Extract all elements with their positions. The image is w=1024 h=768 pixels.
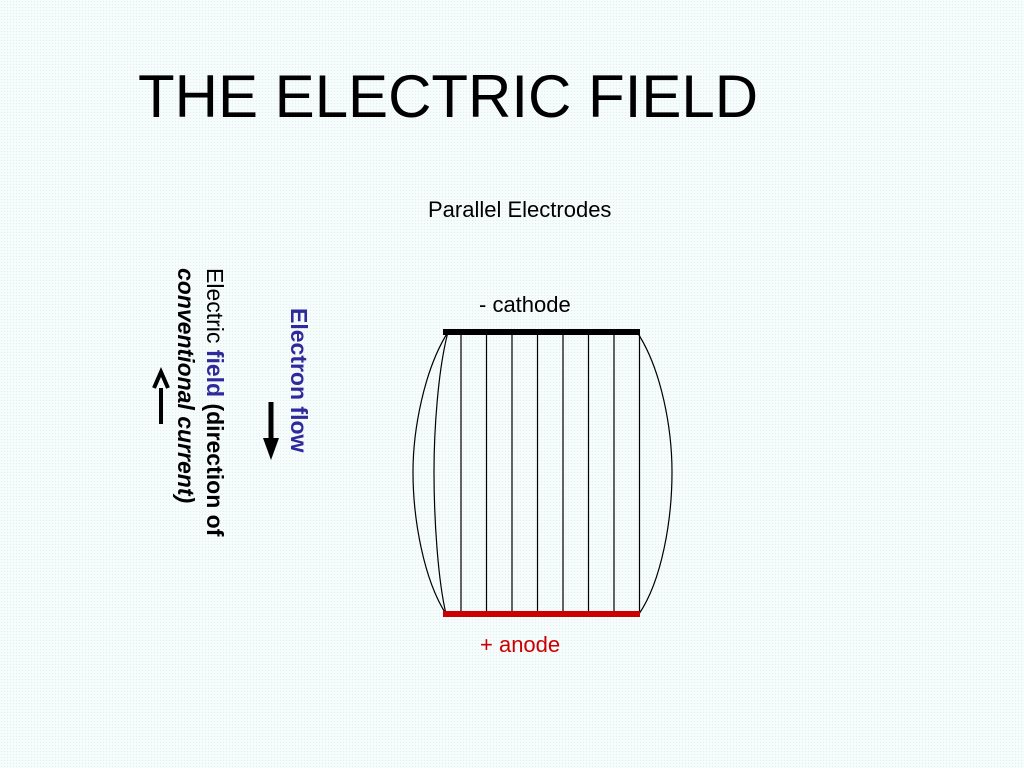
arrow-down-icon <box>263 402 279 460</box>
outer-field-line-left-2 <box>433 331 449 615</box>
electric-word: Electric <box>202 268 228 344</box>
electric-field-label: Electric field (direction of <box>200 268 230 536</box>
outer-field-line-left-1 <box>412 331 449 615</box>
cathode-label: - cathode <box>479 292 571 317</box>
slide-title: THE ELECTRIC FIELD <box>138 63 759 130</box>
outer-field-line-right-1 <box>636 331 673 615</box>
inner-field-lines <box>460 335 641 611</box>
direction-of-text: (direction of <box>202 403 228 537</box>
electron-flow-label: Electron flow <box>286 308 312 453</box>
outer-field-lines <box>412 331 673 615</box>
anode-label: + anode <box>480 632 561 657</box>
field-word: field <box>202 349 228 398</box>
arrow-up-icon <box>152 367 170 424</box>
diagram-subtitle: Parallel Electrodes <box>428 197 612 222</box>
conventional-current-label: conventional current) <box>173 268 199 504</box>
